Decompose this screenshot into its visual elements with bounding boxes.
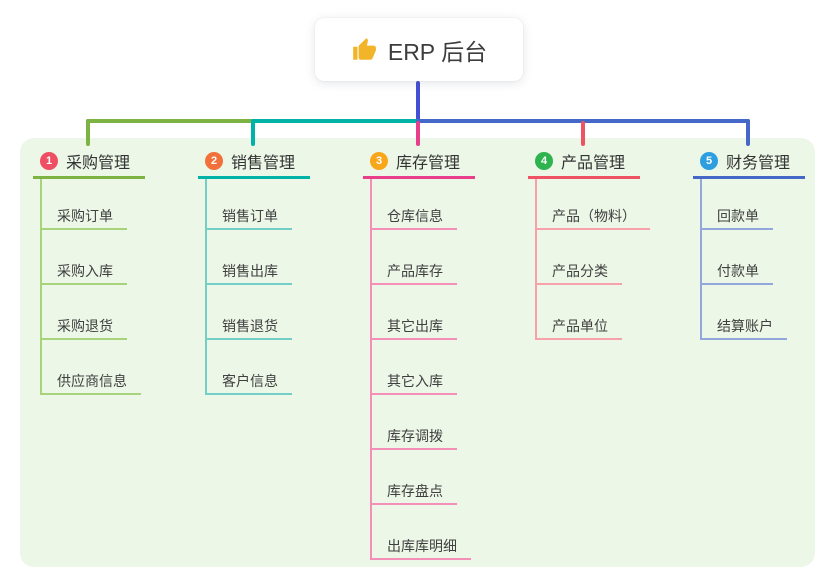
node-item[interactable]: 产品库存	[370, 259, 457, 285]
branch-label: 财务管理	[726, 154, 791, 172]
branch-node-finance[interactable]: 5 财务管理	[693, 145, 805, 179]
node-item[interactable]: 供应商信息	[40, 369, 141, 395]
branch-number-badge: 4	[535, 151, 553, 170]
node-item[interactable]: 采购退货	[40, 314, 127, 340]
node-item[interactable]: 采购入库	[40, 259, 127, 285]
branch-label: 产品管理	[561, 154, 626, 172]
node-item[interactable]: 产品分类	[535, 259, 622, 285]
branch-connector-line	[40, 179, 42, 395]
node-item[interactable]: 出库库明细	[370, 534, 471, 560]
branch-node-product[interactable]: 4 产品管理	[528, 145, 640, 179]
node-item[interactable]: 客户信息	[205, 369, 292, 395]
branch-node-inventory[interactable]: 3 库存管理	[363, 145, 475, 179]
connector-horizontal-purchase	[86, 119, 253, 123]
node-item[interactable]: 其它入库	[370, 369, 457, 395]
node-item[interactable]: 产品单位	[535, 314, 622, 340]
mindmap-background-panel	[20, 138, 815, 567]
connector-drop-purchase	[86, 119, 90, 146]
branch-node-purchase[interactable]: 1 采购管理	[33, 145, 145, 179]
node-item[interactable]: 采购订单	[40, 204, 127, 230]
connector-drop-sales	[251, 119, 255, 146]
connector-root-drop	[416, 81, 420, 121]
root-label: ERP 后台	[387, 38, 488, 65]
node-item[interactable]: 仓库信息	[370, 204, 457, 230]
branch-number-badge: 3	[370, 151, 388, 170]
connector-drop-inventory	[416, 121, 420, 146]
branch-node-sales[interactable]: 2 销售管理	[198, 145, 310, 179]
node-item[interactable]: 库存调拨	[370, 424, 457, 450]
branch-number-badge: 2	[205, 151, 223, 170]
node-item[interactable]: 销售订单	[205, 204, 292, 230]
branch-connector-line	[205, 179, 207, 395]
branch-connector-line	[700, 179, 702, 340]
branch-number-badge: 1	[40, 151, 58, 170]
connector-horizontal-sales	[251, 119, 420, 123]
connector-drop-finance	[746, 119, 750, 146]
node-item[interactable]: 回款单	[700, 204, 773, 230]
node-item[interactable]: 其它出库	[370, 314, 457, 340]
root-node[interactable]: ERP 后台	[315, 18, 523, 81]
node-item[interactable]: 产品（物料）	[535, 204, 650, 230]
branch-connector-line	[370, 179, 372, 560]
branch-label: 采购管理	[66, 154, 131, 172]
branch-label: 销售管理	[231, 154, 296, 172]
node-item[interactable]: 付款单	[700, 259, 773, 285]
node-item[interactable]: 结算账户	[700, 314, 787, 340]
branch-number-badge: 5	[700, 151, 718, 170]
node-item[interactable]: 销售出库	[205, 259, 292, 285]
branch-connector-line	[535, 179, 537, 340]
node-item[interactable]: 销售退货	[205, 314, 292, 340]
thumbs-up-icon	[351, 37, 377, 63]
connector-drop-product	[581, 121, 585, 146]
node-item[interactable]: 库存盘点	[370, 479, 457, 505]
branch-label: 库存管理	[396, 154, 461, 172]
